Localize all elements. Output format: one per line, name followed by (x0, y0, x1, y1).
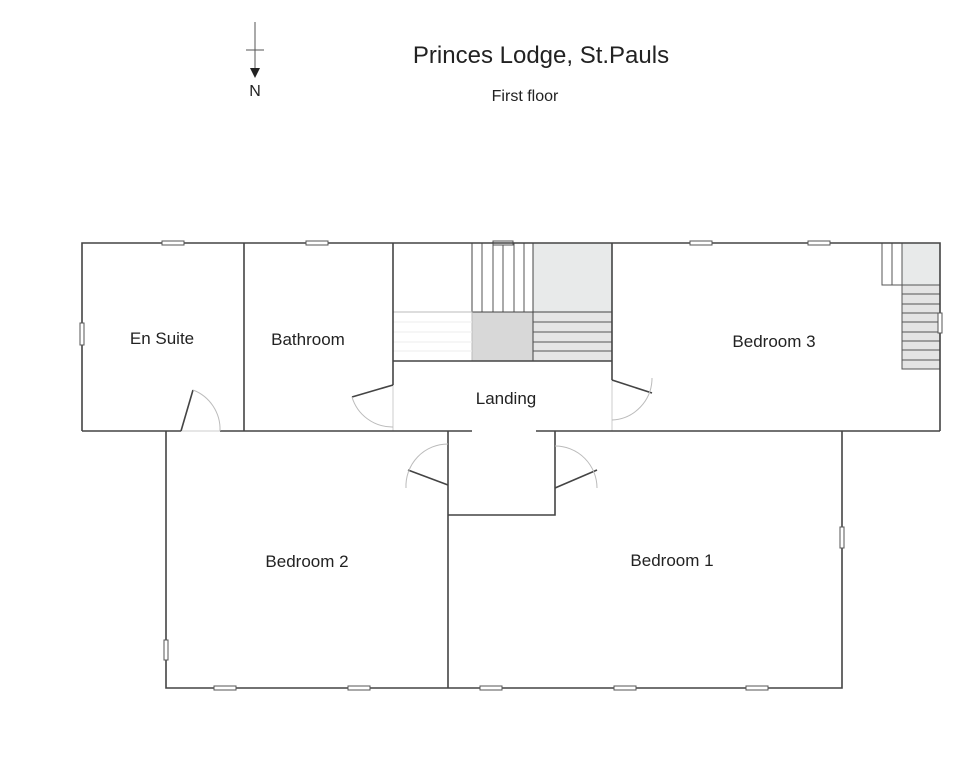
room-label-bedroom-3: Bedroom 3 (732, 332, 815, 351)
room-label-bathroom: Bathroom (271, 330, 345, 349)
room-label-bedroom-2: Bedroom 2 (265, 552, 348, 571)
walls (81, 242, 941, 689)
plan-title: Princes Lodge, St.Pauls (413, 42, 669, 69)
windows (79, 240, 943, 691)
main-staircase (392, 240, 613, 362)
north-arrow-icon (246, 22, 264, 78)
bathroom-door (351, 384, 394, 428)
bedroom-3-door (611, 377, 653, 421)
bedroom-1-door (554, 445, 598, 489)
bedroom-3-staircase (881, 242, 941, 370)
room-label-bedroom-1: Bedroom 1 (630, 551, 713, 570)
room-label-en-suite: En Suite (130, 329, 194, 348)
compass-label: N (249, 83, 261, 100)
floor-subtitle: First floor (492, 88, 559, 105)
room-label-landing: Landing (476, 389, 537, 408)
en-suite-door (180, 389, 221, 432)
bedroom-2-door (405, 443, 449, 489)
